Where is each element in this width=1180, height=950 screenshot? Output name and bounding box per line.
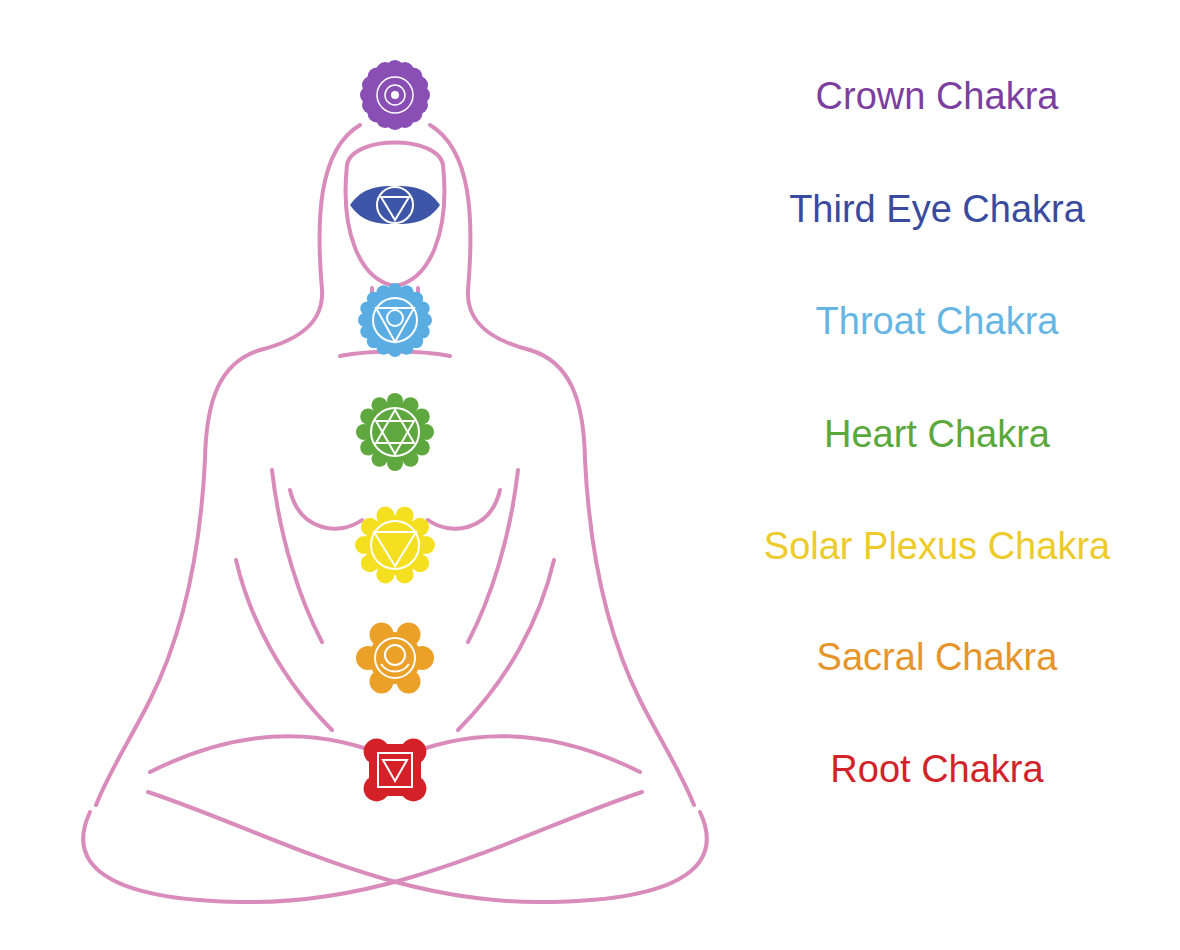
chakra-label: Root Chakra	[700, 748, 1174, 792]
third-eye-symbol	[350, 186, 440, 224]
sacral-symbol	[356, 623, 434, 694]
solar-plexus-symbol	[355, 507, 435, 584]
root-symbol	[364, 739, 427, 802]
body-outline	[83, 125, 707, 902]
chakra-label: Sacral Chakra	[700, 636, 1174, 680]
chakra-label: Heart Chakra	[700, 413, 1174, 457]
chakra-label: Solar Plexus Chakra	[700, 525, 1174, 569]
crown-symbol	[360, 60, 430, 130]
chakra-label: Crown Chakra	[700, 75, 1174, 119]
throat-symbol	[358, 283, 432, 357]
chakra-label: Third Eye Chakra	[700, 188, 1174, 232]
heart-symbol	[356, 393, 434, 471]
chakra-label: Throat Chakra	[700, 300, 1174, 344]
